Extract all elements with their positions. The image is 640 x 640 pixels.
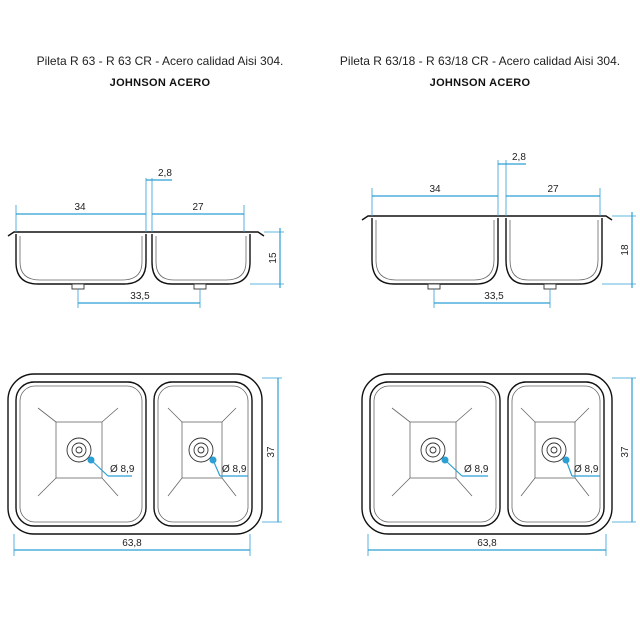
right-dim-63-8: 63,8 xyxy=(477,538,497,549)
right-top-view: Ø 8,9 Ø 8,9 37 63,8 xyxy=(361,373,636,556)
panel-left-title: Pileta R 63 - R 63 CR - Acero calidad Ai… xyxy=(36,54,284,68)
panel-right-title: Pileta R 63/18 - R 63/18 CR - Acero cali… xyxy=(339,54,621,68)
right-side-view: 34 2,8 27 18 33,5 xyxy=(361,152,636,308)
left-dim-34: 34 xyxy=(74,202,86,213)
left-dim-33-5: 33,5 xyxy=(130,291,150,302)
left-side-view: 34 2,8 27 15 33,5 xyxy=(7,168,284,308)
left-dim-gap: 2,8 xyxy=(158,168,172,179)
left-dim-15: 15 xyxy=(268,252,279,264)
right-drain-diameter-right: Ø 8,9 xyxy=(574,464,599,475)
right-dim-gap: 2,8 xyxy=(512,152,526,163)
left-dim-63-8: 63,8 xyxy=(122,538,142,549)
left-dim-27: 27 xyxy=(192,202,204,213)
right-dim-18: 18 xyxy=(620,244,631,256)
right-dim-33-5: 33,5 xyxy=(484,291,504,302)
right-dim-37: 37 xyxy=(620,446,631,458)
left-dim-37: 37 xyxy=(266,446,277,458)
right-dim-34: 34 xyxy=(429,184,441,195)
panel-left-brand: JOHNSON ACERO xyxy=(109,77,211,89)
left-drain-diameter-left: Ø 8,9 xyxy=(110,464,135,475)
right-drain-diameter-left: Ø 8,9 xyxy=(464,464,489,475)
left-drain-diameter-right: Ø 8,9 xyxy=(222,464,247,475)
right-dim-27: 27 xyxy=(547,184,559,195)
left-top-view: Ø 8,9 Ø 8,9 37 63,8 xyxy=(7,373,282,556)
panel-right-brand: JOHNSON ACERO xyxy=(429,77,531,89)
